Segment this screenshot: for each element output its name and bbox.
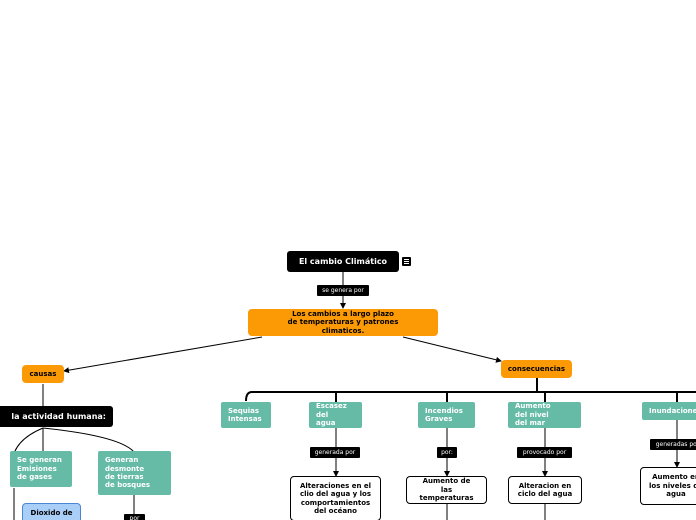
note-icon[interactable] <box>402 257 411 266</box>
link-label-por: por: <box>437 447 457 458</box>
human-activity-topic[interactable]: la actividad humana: <box>0 406 113 427</box>
dioxide-topic[interactable]: Dioxido de <box>22 503 81 520</box>
root-topic[interactable]: El cambio Climático <box>287 251 399 272</box>
link-label-por-deforestation: por <box>124 514 145 520</box>
detail-escasez[interactable]: Alteraciones en el clio del agua y los c… <box>290 476 381 520</box>
consequence-incendios[interactable]: Incendios Graves <box>418 402 475 428</box>
link-definition-consecuencias <box>402 336 502 363</box>
consequences-bus <box>245 391 696 402</box>
link-label-generadas-por: generadas por <box>650 439 696 450</box>
detail-inundaciones[interactable]: Aumento en los niveles de agua <box>640 467 696 505</box>
causas-topic[interactable]: causas <box>22 365 64 383</box>
consequence-escasez[interactable]: Escasez del agua <box>309 402 362 428</box>
consequence-inundaciones[interactable]: Inundaciones <box>642 402 696 420</box>
detail-incendios[interactable]: Aumento de las temperaturas <box>406 476 487 504</box>
deforestation-topic[interactable]: Generan desmonte de tierras de bosques <box>98 451 171 495</box>
consequence-sequias[interactable]: Sequias Intensas <box>221 402 271 428</box>
link-label-generada-por: generada por <box>310 447 360 458</box>
consequence-nivel-mar[interactable]: Aumento del nivel del mar <box>508 402 581 428</box>
detail-nivel-mar[interactable]: Alteracion en ciclo del agua <box>508 476 582 504</box>
link-label-se-genera-por: se genera por <box>317 285 369 296</box>
link-human-deforestation <box>42 427 135 453</box>
emissions-topic[interactable]: Se generan Emisiones de gases <box>10 451 72 487</box>
consecuencias-topic[interactable]: consecuencias <box>501 360 572 378</box>
link-definition-causas <box>63 336 263 374</box>
link-label-provocado-por: provocado por <box>517 447 572 458</box>
definition-topic[interactable]: Los cambios a largo plazo de temperatura… <box>248 309 438 336</box>
